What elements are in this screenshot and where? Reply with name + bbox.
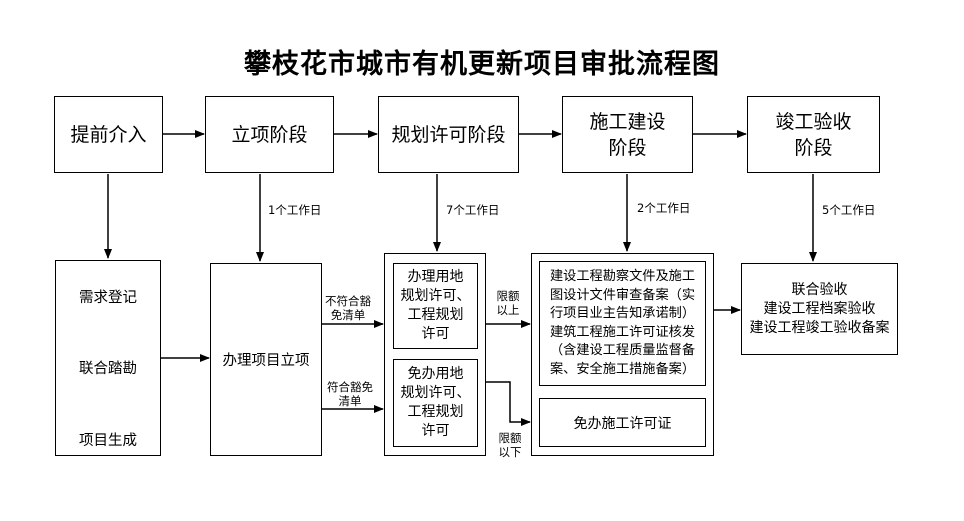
construction-exempt-box: 免办施工许可证 (539, 398, 706, 447)
stage-construction-label-2: 阶段 (608, 136, 647, 159)
planning-exempt-box: 免办用地 规划许可、 工程规划 许可 (393, 359, 478, 447)
duration-acceptance: 5个工作日 (822, 203, 876, 217)
construction-line-4: 建筑工程施工许可证核发 (549, 324, 696, 340)
construction-line-2: 图设计文件审查备案（实 (549, 287, 696, 303)
stage-completion-label-1: 竣工验收 (775, 110, 852, 133)
label-below-limit: 限额 以下 (496, 431, 524, 459)
planning-handle-4: 许可 (421, 326, 450, 342)
label-exempt-1: 符合豁免 (327, 380, 373, 394)
planning-handle-box: 办理用地 规划许可、 工程规划 许可 (393, 263, 478, 349)
stage-project-approval: 立项阶段 (205, 96, 334, 173)
duration-construction: 2个工作日 (637, 201, 691, 215)
construction-main-box: 建设工程勘察文件及施工 图设计文件审查备案（实 行项目业主告知承诺制） 建筑工程… (539, 261, 706, 386)
stage-planning-permit: 规划许可阶段 (378, 96, 519, 173)
construction-line-6: 案、安全施工措施备案） (549, 361, 696, 377)
stage-completion-acceptance: 竣工验收 阶段 (747, 96, 880, 173)
construction-line-1: 建设工程勘察文件及施工 (549, 269, 696, 284)
label-not-exempt: 不符合豁 免清单 (322, 294, 374, 322)
page-title: 攀枝花市城市有机更新项目审批流程图 (244, 49, 720, 80)
project-approval-label: 办理项目立项 (222, 353, 310, 369)
stage-early-intervention: 提前介入 (54, 96, 163, 173)
construction-line-3: 行项目业主告知承诺制） (549, 306, 696, 321)
duration-planning: 7个工作日 (446, 203, 500, 217)
label-exempt-2: 清单 (338, 394, 362, 408)
planning-exempt-2: 规划许可、 (400, 385, 471, 401)
stage-early-intervention-label: 提前介入 (70, 123, 147, 146)
arrow-below-limit (486, 381, 531, 426)
construction-exempt-label: 免办施工许可证 (573, 415, 672, 432)
acceptance-line-3: 建设工程竣工验收备案 (749, 319, 890, 336)
label-above-limit: 限额 以上 (494, 289, 522, 317)
planning-exempt-4: 许可 (421, 423, 450, 439)
label-below-2: 以下 (498, 445, 522, 459)
stage-construction: 施工建设 阶段 (562, 96, 693, 173)
planning-handle-3: 工程规划 (407, 307, 464, 323)
planning-exempt-1: 免办用地 (407, 366, 464, 382)
construction-line-5: （含建设工程质量监督备 (549, 343, 696, 358)
planning-exempt-3: 工程规划 (407, 404, 464, 420)
planning-handle-2: 规划许可、 (400, 288, 471, 304)
stage-project-approval-label: 立项阶段 (231, 123, 308, 146)
stage-construction-label-1: 施工建设 (589, 110, 666, 133)
stage-planning-permit-label: 规划许可阶段 (391, 123, 506, 146)
planning-handle-1: 办理用地 (407, 269, 464, 285)
pre-step-project-generation: 项目生成 (79, 433, 137, 449)
label-not-exempt-1: 不符合豁 (325, 294, 371, 308)
stage-completion-label-2: 阶段 (794, 136, 833, 159)
label-exempt: 符合豁免 清单 (324, 380, 376, 408)
label-above-2: 以上 (496, 303, 520, 317)
label-above-1: 限额 (496, 289, 520, 303)
acceptance-box: 联合验收 建设工程档案验收 建设工程竣工验收备案 (741, 263, 898, 355)
acceptance-line-2: 建设工程档案验收 (763, 300, 876, 317)
pre-step-joint-survey: 联合踏勘 (79, 361, 137, 377)
label-not-exempt-2: 免清单 (330, 308, 366, 322)
label-below-1: 限额 (498, 431, 522, 445)
duration-approval: 1个工作日 (268, 203, 322, 217)
pre-steps-box (55, 260, 161, 456)
pre-step-registration: 需求登记 (79, 290, 137, 306)
acceptance-line-1: 联合验收 (791, 281, 848, 298)
project-approval-box: 办理项目立项 (210, 263, 322, 456)
